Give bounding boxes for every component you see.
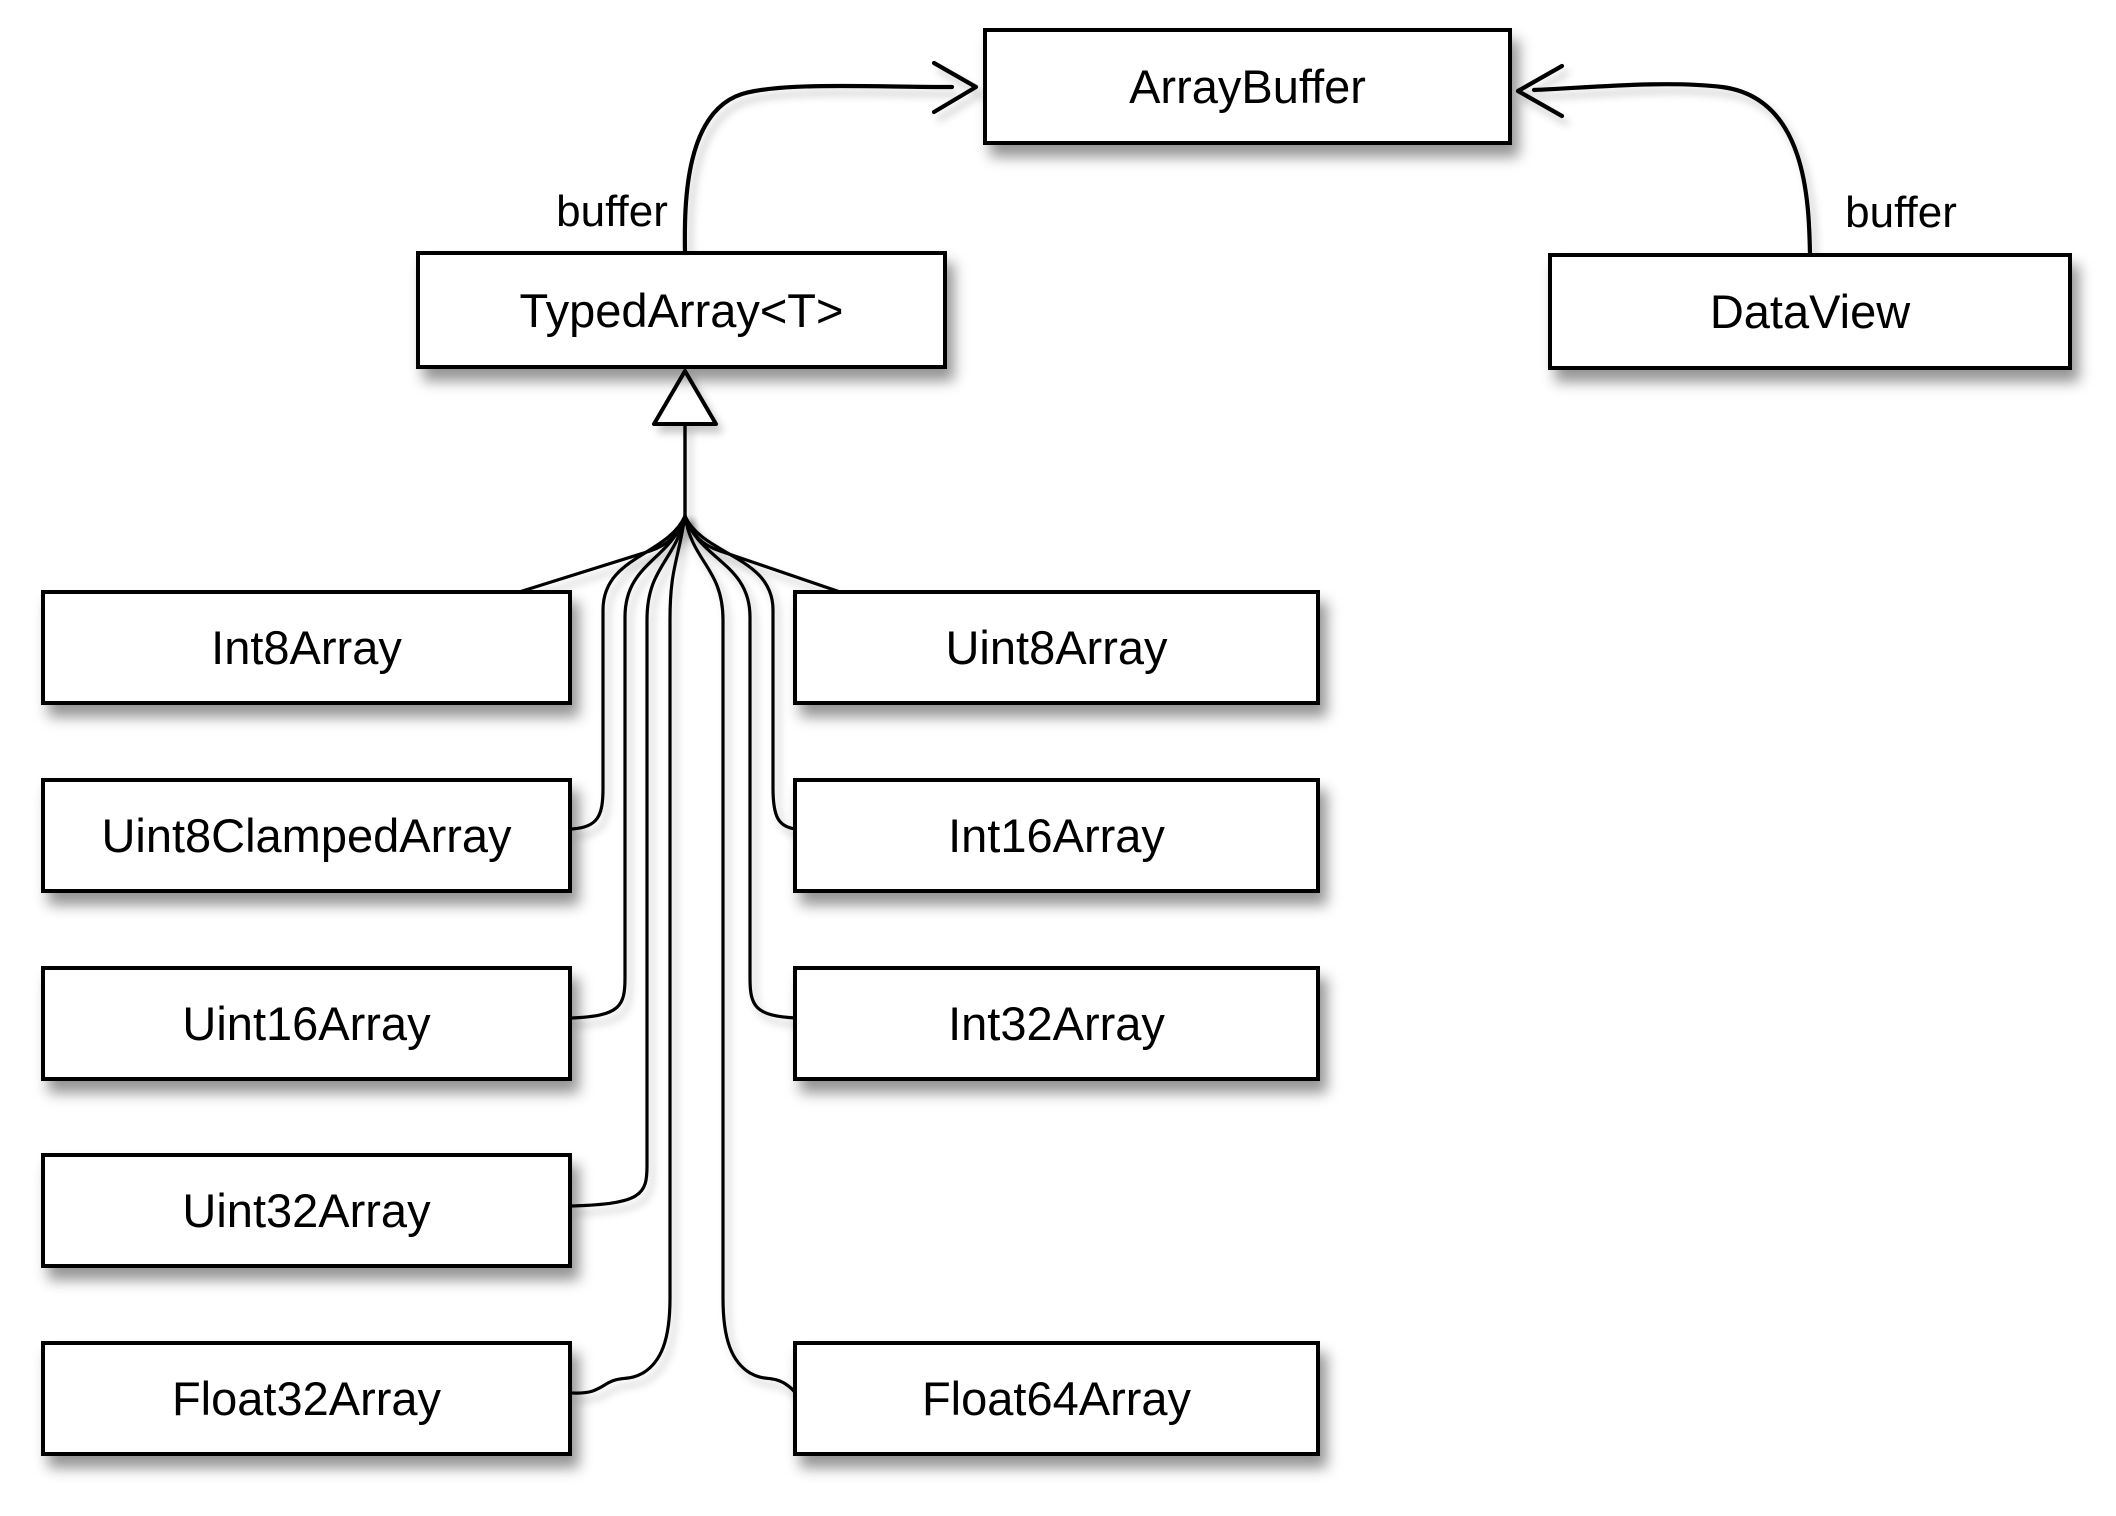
node-uint16array: Uint16Array [41,966,572,1081]
node-float64array: Float64Array [793,1341,1320,1456]
edge-int32array [683,514,798,1020]
edge-uint32array [570,514,687,1208]
node-int8array: Int8Array [41,590,572,705]
edge-float64array [683,514,799,1398]
node-uint8clampedarray: Uint8ClampedArray [41,778,572,893]
node-dataview: DataView [1548,253,2072,370]
node-float32array: Float32Array [41,1341,572,1456]
buffer-edge-typedarray [682,83,955,256]
buffer-label-dataview: buffer [1845,188,1957,237]
node-uint32array: Uint32Array [41,1153,572,1268]
buffer-label-typedarray: buffer [556,187,668,236]
node-typedarray: TypedArray<T> [416,251,947,369]
node-uint8array: Uint8Array [793,590,1320,705]
edge-uint8clampedarray [570,514,687,831]
node-arraybuffer: ArrayBuffer [983,28,1512,145]
buffer-edge-dataview [1531,82,1813,258]
edge-float32array [571,514,687,1395]
node-int32array: Int32Array [793,966,1320,1081]
arrowhead-right-icon [931,60,979,115]
arrowhead-left-icon [1515,63,1565,119]
edge-int16array [683,514,798,831]
inheritance-triangle-icon [652,369,718,426]
edge-uint16array [570,514,687,1020]
node-int16array: Int16Array [793,778,1320,893]
